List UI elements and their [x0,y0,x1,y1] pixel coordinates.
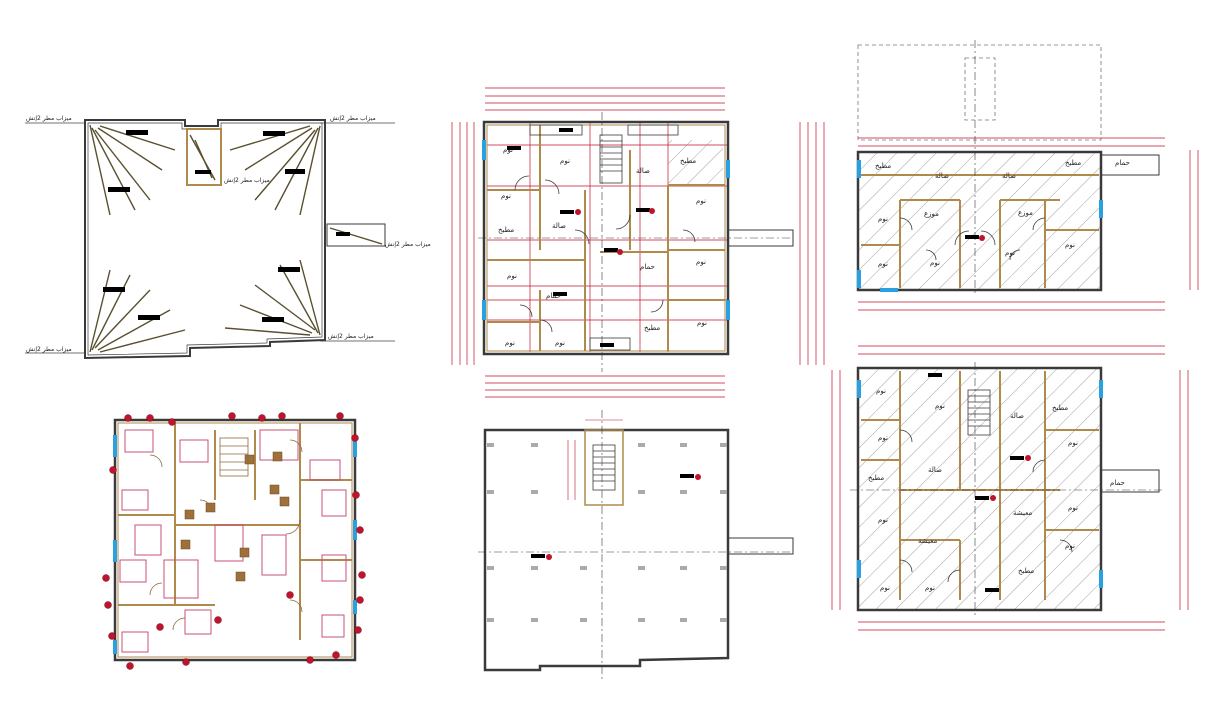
room-label: صالة [636,167,650,175]
room-label: صالة [928,466,942,474]
right-bottom-plan: نوم نوم نوم نوم نوم نوم نوم نوم نوم صالة… [831,345,1189,631]
spout-label: ميزاب مطر 2إنش [385,241,431,248]
room-label: حمام [1110,479,1125,487]
room-label: نوم [1068,439,1078,447]
furniture-plan [102,412,366,670]
room-label: نوم [1068,504,1078,512]
room-label: نوم [1065,542,1075,550]
room-label: نوم [507,272,517,280]
room-label: نوم [1005,249,1015,257]
room-label: نوم [696,197,706,205]
room-label: مطبخ [868,474,884,482]
room-label: نوم [880,584,890,592]
room-label: مطبخ [1052,404,1068,412]
room-label: حمام [546,292,561,300]
room-label: صالة [552,222,566,230]
room-label: معيشة [1013,509,1032,517]
room-label: صالة [1010,412,1024,420]
spout-label: ميزاب مطر 2إنش [26,115,72,122]
room-label: مطبخ [680,157,696,165]
room-label: نوم [696,258,706,266]
room-label: نوم [878,516,888,524]
room-label: نوم [503,146,513,154]
roof-plan: ميزاب مطر 2إنش ميزاب مطر 2إنش ميزاب مطر … [25,115,431,360]
room-label: نوم [697,319,707,327]
room-label: حمام [1115,159,1130,167]
spout-label: ميزاب مطر 2إنش [224,177,270,184]
room-label: مطبخ [1018,567,1034,575]
spout-label: ميزاب مطر 2إنش [26,346,72,353]
room-label: نوم [878,215,888,223]
room-label: نوم [505,339,515,347]
room-label: نوم [560,157,570,165]
room-label: نوم [501,192,511,200]
room-label: نوم [935,402,945,410]
room-label: نوم [878,260,888,268]
room-label: مطبخ [644,324,660,332]
room-label: نوم [876,387,886,395]
room-label: معيشة [918,537,937,545]
room-label: حمام [640,263,655,271]
room-label: نوم [1065,241,1075,249]
right-top-plan: مطبخ صالة صالة مطبخ حمام نوم نوم نوم نوم… [856,40,1199,311]
room-label: نوم [925,584,935,592]
room-label: مطبخ [498,226,514,234]
room-label: موزع [924,210,939,218]
room-label: مطبخ [1065,159,1081,167]
room-label: نوم [878,434,888,442]
upper-floor-plan: نوم نوم نوم نوم نوم نوم نوم مطبخ مطبخ مط… [451,87,825,398]
spout-label: ميزاب مطر 2إنش [328,333,374,340]
room-label: نوم [555,339,565,347]
column-plan [478,410,794,680]
spout-label: ميزاب مطر 2إنش [330,115,376,122]
room-label: موزع [1018,209,1033,217]
room-label: صالة [935,172,949,180]
room-label: مطبخ [875,162,891,170]
room-label: صالة [1002,172,1016,180]
room-label: نوم [930,259,940,267]
